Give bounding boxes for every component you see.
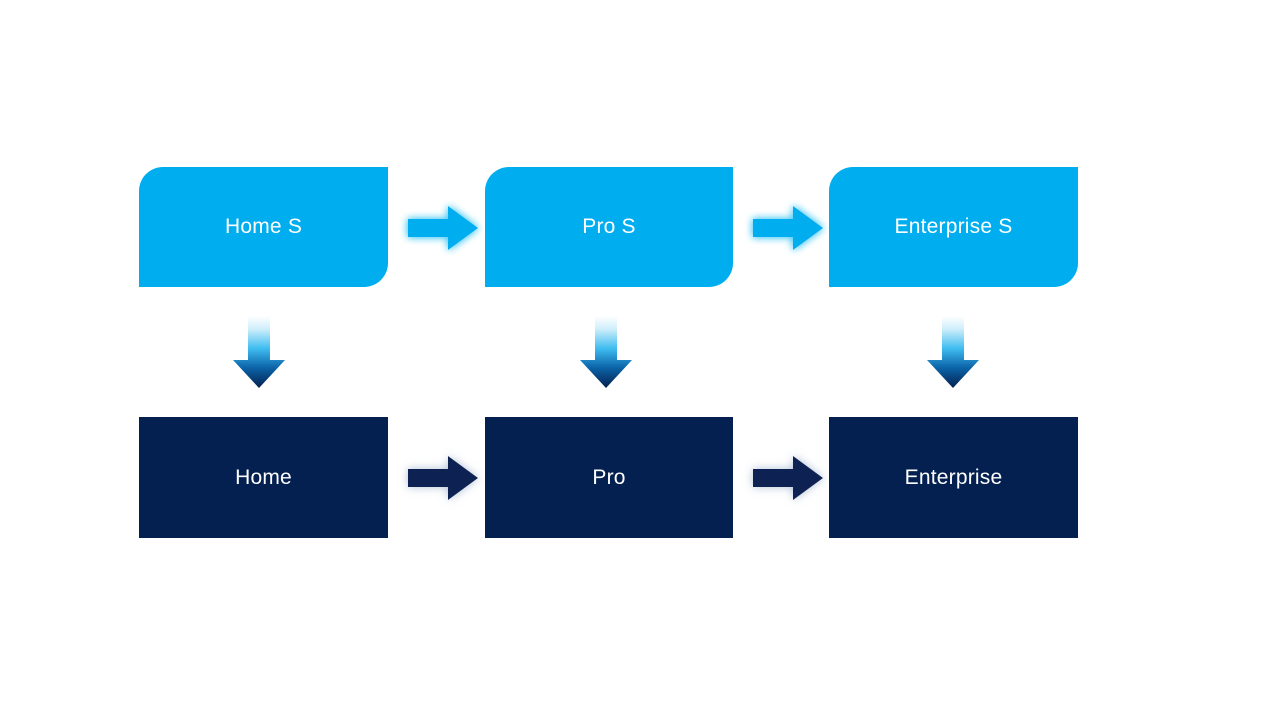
node-label: Pro S [582, 215, 636, 239]
arrow-right-icon-home-s-to-pro-s [406, 203, 480, 253]
arrow-right-icon-pro-to-enterprise [751, 453, 825, 503]
node-label: Pro [592, 465, 626, 489]
node-enterprise-s[interactable]: Enterprise S [829, 167, 1078, 287]
node-enterprise[interactable]: Enterprise [829, 417, 1078, 538]
node-home[interactable]: Home [139, 417, 388, 538]
arrow-down-icon-enterprise-s-to-enterprise [925, 316, 981, 390]
arrow-right-icon-pro-s-to-enterprise-s [751, 203, 825, 253]
arrow-down-icon-pro-s-to-pro [578, 316, 634, 390]
node-label: Home S [224, 215, 303, 239]
node-label: Home [235, 465, 292, 489]
node-home-s[interactable]: Home S [139, 167, 388, 287]
arrow-down-icon-home-s-to-home [231, 316, 287, 390]
node-label: Enterprise S [894, 215, 1013, 239]
node-pro-s[interactable]: Pro S [485, 167, 733, 287]
node-pro[interactable]: Pro [485, 417, 733, 538]
node-label: Enterprise [904, 465, 1003, 489]
arrow-right-icon-home-to-pro [406, 453, 480, 503]
